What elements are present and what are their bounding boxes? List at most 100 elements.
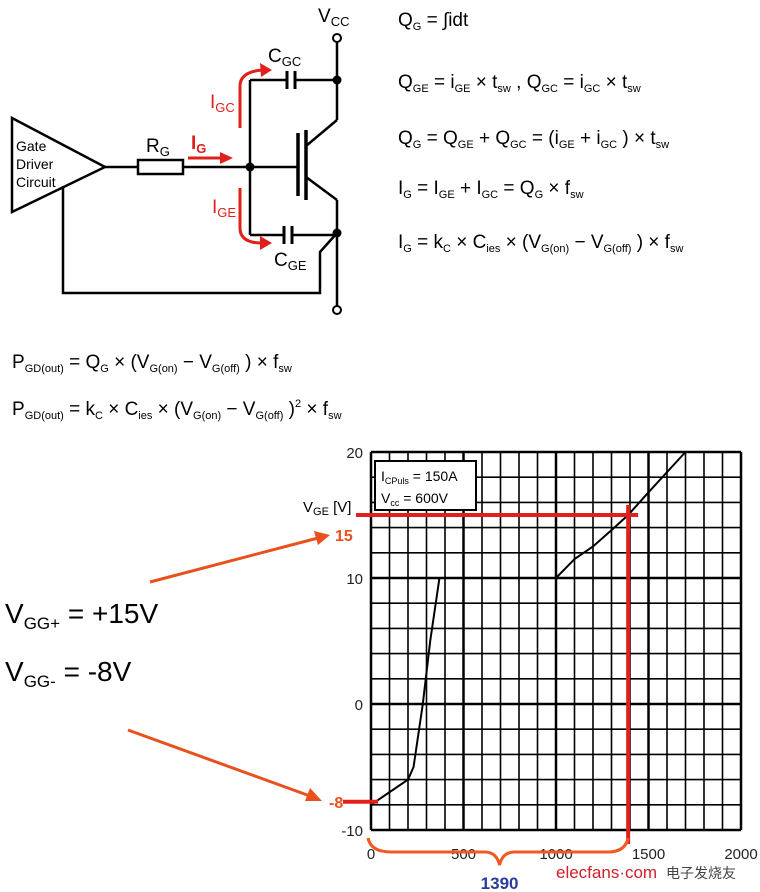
cge-label: CGE <box>274 250 307 273</box>
equation-term: G(on) <box>193 410 222 422</box>
equation-term: × (V <box>500 232 542 253</box>
equation-qg-integral: QG = ∫idt <box>398 10 468 33</box>
x-tick-label: 500 <box>451 846 476 863</box>
gate-driver-triangle <box>10 115 108 214</box>
charge-brace <box>366 837 630 866</box>
equation-term: sw <box>497 83 511 95</box>
equation-term: GC <box>583 83 601 95</box>
equation-term: G <box>403 243 412 255</box>
equation-term: P <box>12 399 25 420</box>
equation-term: ies <box>486 243 501 255</box>
equation-term: ) × f <box>239 352 279 373</box>
equation-term: = k <box>63 399 95 420</box>
equation-term: sw <box>570 189 584 201</box>
equation-qg-sum: QG = QGE + QGC = (iGE + iGC ) × tsw <box>398 128 669 151</box>
ige-arrow <box>238 188 263 245</box>
driver-label: Circuit <box>16 174 56 190</box>
ige-label: IGE <box>212 197 236 220</box>
y-axis-label: VGE [V] <box>303 499 351 518</box>
equation-term: = Q <box>421 128 458 149</box>
equation-term: × (V <box>152 399 194 420</box>
equation-term: GE <box>438 189 455 201</box>
equation-term: sw <box>328 410 342 422</box>
vgg-plus-arrow <box>149 536 319 584</box>
equation-term: G <box>412 21 422 33</box>
equation-power-qg: PGD(out) = QG × (VG(on) − VG(off) ) × fs… <box>12 352 292 375</box>
equation-term: = i <box>557 72 584 93</box>
equation-term: ) × t <box>617 128 656 149</box>
y-tick-label: 0 <box>355 697 363 714</box>
legend-text: Vcc = 600V <box>381 490 449 508</box>
equation-term: × t <box>470 72 498 93</box>
charge-value-label: 1390 <box>481 874 519 892</box>
equation-term: G(on) <box>149 363 178 375</box>
equation-ig-kc: IG = kC × Cies × (VG(on) − VG(off) ) × f… <box>398 232 683 255</box>
equation-term: sw <box>278 363 292 375</box>
equation-term: GE <box>454 83 471 95</box>
x-tick-label: 1000 <box>539 846 572 863</box>
equation-term: sw <box>669 243 684 255</box>
equation-term: ) × f <box>631 232 670 253</box>
vgg-plus-label: VGG+ = +15V <box>5 598 159 633</box>
equation-term: GE <box>558 139 575 151</box>
y-tick-label: -10 <box>341 823 363 840</box>
x-tick-label: 0 <box>367 846 375 863</box>
equation-term: ies <box>138 410 153 422</box>
igc-arrow <box>238 68 263 128</box>
svg-text:Circuit: Circuit <box>16 174 56 190</box>
equation-term: G <box>534 189 544 201</box>
equation-term: GE <box>457 139 474 151</box>
equation-term: sw <box>655 139 670 151</box>
equation-term: = (i <box>526 128 559 149</box>
equation-term: × (V <box>108 352 150 373</box>
legend-box <box>374 460 477 511</box>
emitter-terminal <box>332 305 342 315</box>
vcc-label: VCC <box>318 6 349 29</box>
arrow-head <box>305 788 322 801</box>
cgc-label: CGC <box>268 46 301 69</box>
x-tick-label: 2000 <box>724 846 757 863</box>
equation-term: × f <box>301 399 329 420</box>
legend-text: ICPuls = 150A <box>381 468 458 486</box>
driver-label: Driver <box>16 156 54 172</box>
equation-term: GD(out) <box>24 363 64 375</box>
y-tick-label: 20 <box>346 445 363 462</box>
igc-label: IGC <box>210 92 235 115</box>
equation-term: I <box>398 232 404 253</box>
equation-term: + I <box>454 178 482 199</box>
equation-term: G(off) <box>603 243 632 255</box>
svg-text:Driver: Driver <box>16 156 54 172</box>
equation-term: GE <box>412 83 429 95</box>
y-tick-label: 10 <box>346 571 363 588</box>
watermark-logo: elecfans·com <box>556 863 657 882</box>
vcc-terminal <box>332 33 342 43</box>
equation-term: G(off) <box>211 363 240 375</box>
vgg-minus-label: VGG- = -8V <box>5 656 132 691</box>
equation-term: G(off) <box>255 410 284 422</box>
x-tick-label: 1500 <box>632 846 665 863</box>
equation-term: sw <box>627 83 641 95</box>
equation-term: GC <box>481 189 499 201</box>
marker-15-label: 15 <box>335 528 353 545</box>
equation-qge-qgc: QGE = iGE × tsw , QGC = iGC × tsw <box>398 72 641 95</box>
equation-term: Q <box>398 128 413 149</box>
equation-term: × C <box>450 232 487 253</box>
equation-term: ) <box>283 399 295 420</box>
equation-term: GC <box>541 83 558 95</box>
svg-text:Gate: Gate <box>16 138 47 154</box>
equation-term: = Q <box>498 178 535 199</box>
equation-term: Q <box>398 10 413 31</box>
watermark-cn: 电子发烧友 <box>666 866 736 882</box>
driver-label: Gate <box>16 138 47 154</box>
equation-term: = ∫idt <box>421 10 469 31</box>
equation-ig: IG = IGE + IGC = QG × fsw <box>398 178 584 201</box>
rg-label: RG <box>146 136 170 159</box>
equation-term: GC <box>510 139 527 151</box>
equation-term: Q <box>398 72 413 93</box>
equation-term: C <box>94 410 103 422</box>
equation-term: G <box>100 363 109 375</box>
equation-term: , Q <box>510 72 542 93</box>
equation-term: G(on) <box>541 243 570 255</box>
equation-term: I <box>398 178 404 199</box>
